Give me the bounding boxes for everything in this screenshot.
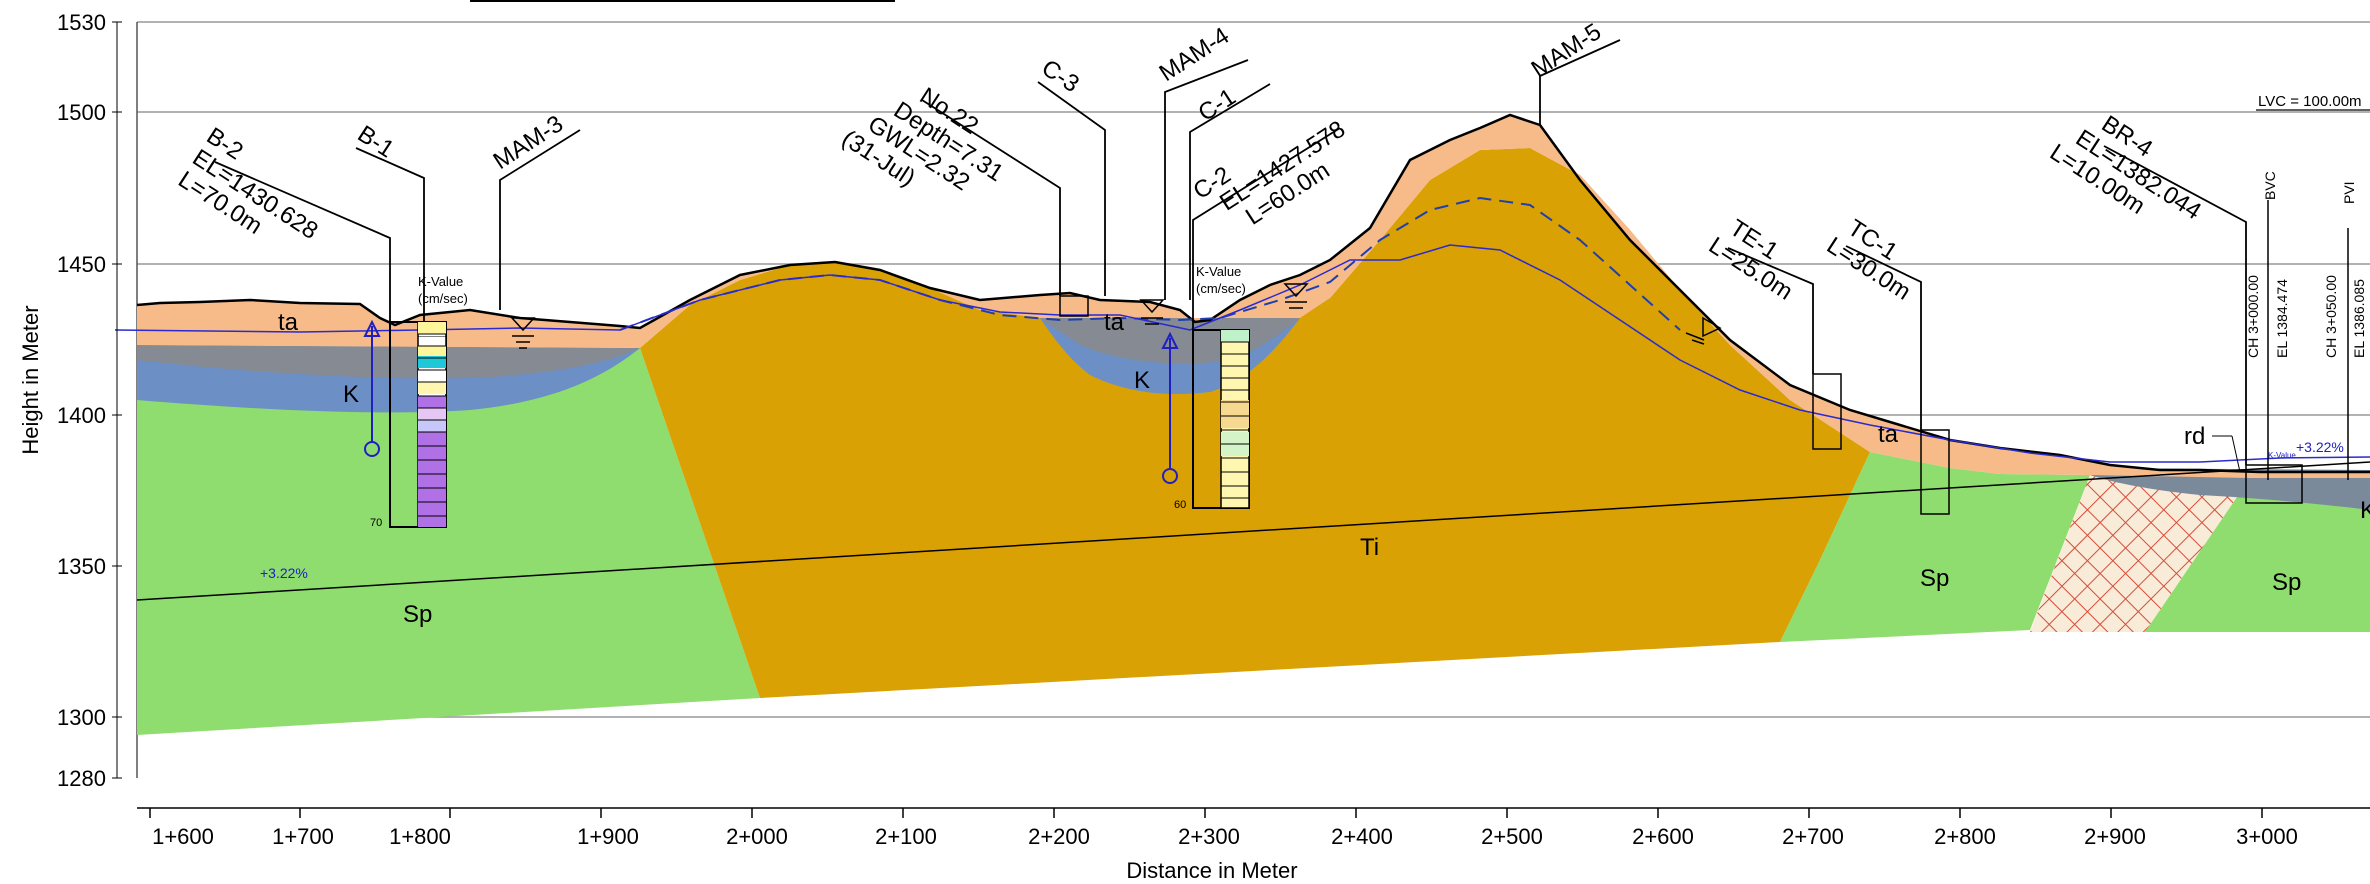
el1-label: EL 1384.474 [2274, 279, 2290, 358]
label-no22: No.22 Depth=7.31 GWL=2.32 (31-Jul) [837, 82, 1008, 196]
borehole-br4-box [2245, 464, 2303, 504]
layer-hatched [2030, 475, 2250, 632]
label-mam4: MAM-4 [1155, 22, 1235, 87]
layer-k-right [2090, 468, 2370, 510]
label-rd: rd [2184, 423, 2205, 450]
borehole-c2: 60 K-Value (cm/sec) [1161, 264, 1250, 511]
label-k-1: K [343, 381, 359, 408]
grade-label-2: +3.22% [2296, 439, 2344, 455]
svg-text:2+600: 2+600 [1632, 824, 1694, 849]
borehole-te1-box [1812, 373, 1842, 450]
road-profile [114, 244, 2370, 463]
layer-ti [640, 148, 1870, 698]
pvi-label: PVI [2341, 181, 2357, 204]
svg-text:(cm/sec): (cm/sec) [418, 291, 468, 306]
svg-text:2+500: 2+500 [1481, 824, 1543, 849]
ch1-label: CH 3+000.00 [2245, 275, 2261, 358]
svg-text:1+600: 1+600 [152, 824, 214, 849]
road-annotations: LVC = 100.00m BVC PVI CH 3+000.00 EL 138… [2245, 93, 2370, 480]
ch2-label: CH 3+050.00 [2323, 275, 2339, 358]
label-sp-1: Sp [403, 601, 432, 628]
y-ticks: 1530 1500 1450 1400 1350 1300 1280 [57, 10, 122, 791]
svg-text:2+300: 2+300 [1178, 824, 1240, 849]
svg-text:70: 70 [370, 517, 382, 529]
svg-text:2+100: 2+100 [875, 824, 937, 849]
water-symbols [510, 283, 1722, 349]
kvalue-small: K-Value [2268, 451, 2296, 460]
lvc-label: LVC = 100.00m [2258, 93, 2362, 110]
x-axis-label: Distance in Meter [1126, 858, 1297, 883]
label-br4: BR-4 EL=1382.044 L=10.00m [2045, 110, 2206, 225]
layer-sp-left [137, 345, 760, 735]
label-ti: Ti [1360, 534, 1379, 561]
label-ta-1: ta [278, 309, 299, 336]
svg-text:1+800: 1+800 [389, 824, 451, 849]
label-c3: C-3 [1037, 54, 1084, 98]
svg-text:2+200: 2+200 [1028, 824, 1090, 849]
label-mam3: MAM-3 [489, 110, 569, 175]
label-b1: B-1 [353, 120, 399, 163]
svg-text:60: 60 [1174, 499, 1186, 511]
svg-text:1+700: 1+700 [272, 824, 334, 849]
svg-text:K-Value: K-Value [418, 274, 463, 289]
layer-ta [137, 115, 2370, 478]
ground-line [136, 113, 2370, 474]
borehole-b1: 70 K-Value (cm/sec) [363, 274, 468, 529]
svg-text:2+400: 2+400 [1331, 824, 1393, 849]
svg-text:2+800: 2+800 [1934, 824, 1996, 849]
svg-text:1500: 1500 [57, 100, 106, 125]
svg-text:1450: 1450 [57, 252, 106, 277]
x-ticks: 1+600 1+700 1+800 1+900 2+000 2+100 2+20… [152, 824, 2298, 849]
grade-label-1: +3.22% [260, 565, 308, 581]
svg-text:K-Value: K-Value [1196, 264, 1241, 279]
label-ta-3: ta [1878, 421, 1899, 448]
svg-text:1+900: 1+900 [577, 824, 639, 849]
label-tc1: TC-1 L=30.0m [1822, 214, 1916, 305]
svg-text:2+000: 2+000 [726, 824, 788, 849]
label-c1: C-1 [1194, 83, 1241, 127]
svg-text:1350: 1350 [57, 554, 106, 579]
label-sp-2: Sp [1920, 565, 1949, 592]
label-sp-3: Sp [2272, 569, 2301, 596]
label-k-3: K [2360, 497, 2370, 524]
borehole-c3-box [1059, 295, 1089, 317]
svg-text:3+000: 3+000 [2236, 824, 2298, 849]
y-axis-label: Height in Meter [18, 305, 43, 454]
svg-text:2+900: 2+900 [2084, 824, 2146, 849]
label-te1: TE-1 L=25.0m [1704, 214, 1798, 305]
svg-text:1300: 1300 [57, 705, 106, 730]
svg-text:1530: 1530 [57, 10, 106, 35]
svg-text:(cm/sec): (cm/sec) [1196, 281, 1246, 296]
label-b2: B-2 EL=1430.628 L=70.0m [173, 122, 322, 245]
layer-sp-mid [1780, 452, 2090, 642]
label-k-2: K [1134, 367, 1150, 394]
grade-line [136, 461, 2370, 601]
svg-text:1280: 1280 [57, 766, 106, 791]
el2-label: EL 1386.085 [2351, 279, 2367, 358]
bvc-label: BVC [2262, 171, 2278, 200]
borehole-tc1-box [1920, 429, 1950, 515]
label-ta-2: ta [1104, 309, 1125, 336]
svg-text:1400: 1400 [57, 403, 106, 428]
svg-text:2+700: 2+700 [1782, 824, 1844, 849]
layer-sp-right [2145, 478, 2370, 632]
